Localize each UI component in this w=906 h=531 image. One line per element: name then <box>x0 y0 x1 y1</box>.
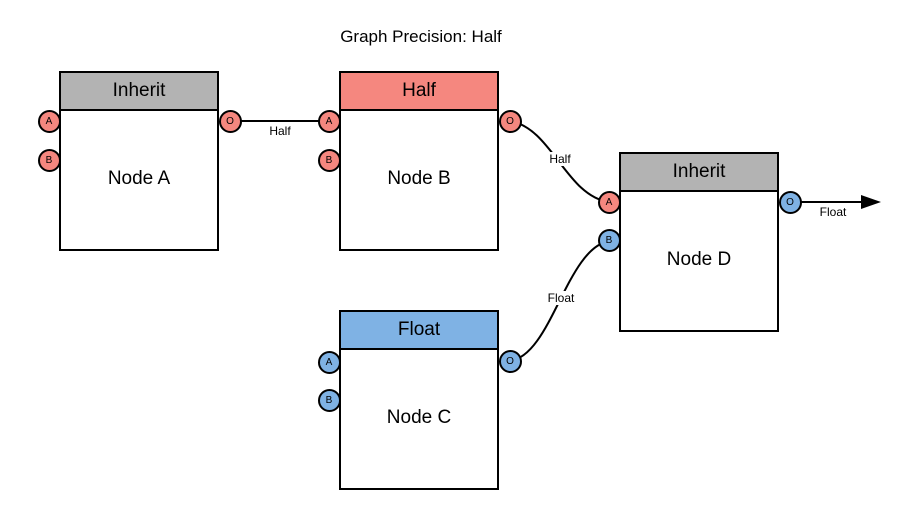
node-a-label: Node A <box>107 168 171 189</box>
node-d-header: Inherit <box>621 154 777 192</box>
node-d[interactable]: Inherit Node D <box>619 152 779 332</box>
node-c-label: Node C <box>386 407 452 428</box>
output-arrowhead-icon <box>861 195 881 209</box>
node-a[interactable]: Inherit Node A <box>59 71 219 251</box>
node-a-port-out[interactable]: O <box>218 109 242 133</box>
node-d-label: Node D <box>666 249 732 270</box>
node-a-port-a[interactable]: A <box>37 109 61 133</box>
graph-precision-title: Graph Precision: Half <box>340 27 502 46</box>
edge-label-b-to-d[interactable]: Half <box>547 152 573 166</box>
node-c-port-out[interactable]: O <box>498 349 522 373</box>
node-b-header: Half <box>341 73 497 111</box>
node-b-port-b[interactable]: B <box>317 148 341 172</box>
node-d-port-out[interactable]: O <box>778 190 802 214</box>
node-c-port-a[interactable]: A <box>317 350 341 374</box>
edge-label-d-output[interactable]: Float <box>817 205 849 219</box>
node-b-label: Node B <box>387 168 451 189</box>
node-a-port-b[interactable]: B <box>37 148 61 172</box>
edge-label-a-to-b[interactable]: Half <box>267 124 293 138</box>
node-c-header: Float <box>341 312 497 350</box>
node-d-port-a[interactable]: A <box>597 190 621 214</box>
node-a-header: Inherit <box>61 73 217 111</box>
node-c-port-b[interactable]: B <box>317 388 341 412</box>
edge-label-c-to-d[interactable]: Float <box>545 291 577 305</box>
node-b[interactable]: Half Node B <box>339 71 499 251</box>
node-b-port-out[interactable]: O <box>498 109 522 133</box>
node-d-port-b[interactable]: B <box>597 228 621 252</box>
node-b-port-a[interactable]: A <box>317 109 341 133</box>
